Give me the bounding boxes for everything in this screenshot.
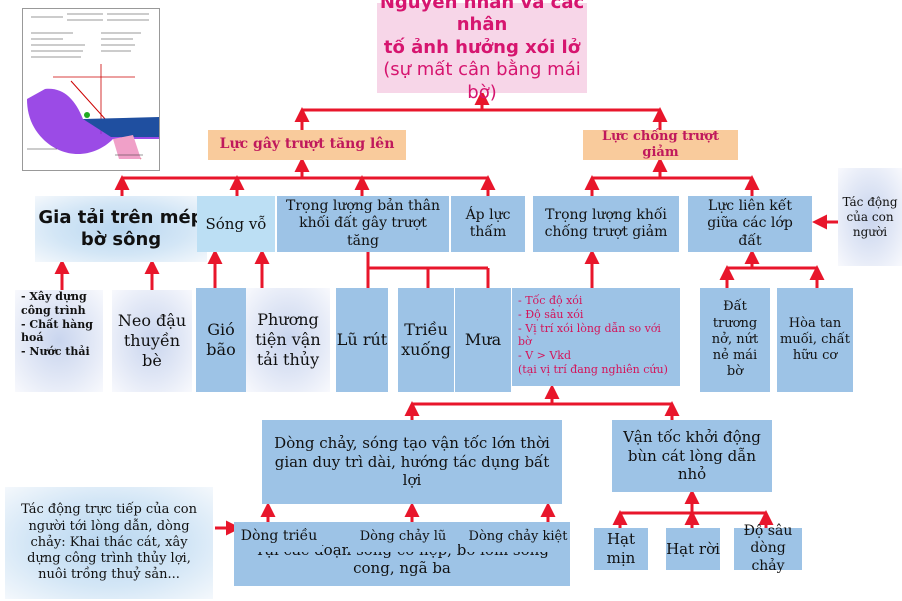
mua-box: Mưa [455, 288, 511, 392]
toc-do-item: - V > Vkd [518, 349, 572, 362]
dong-chay-lu-box: Dòng chảy lũ [348, 522, 458, 552]
slope-cross-section-sketch [27, 13, 159, 160]
lu-rut-label: Lũ rút [336, 330, 388, 349]
hat-roi-label: Hạt rời [666, 539, 720, 558]
gio-bao-box: Gió bão [196, 288, 246, 392]
toc-do-item: (tại vị trí đang nghiên cứu) [518, 362, 668, 376]
do-sau-dong-chay-box: Độ sâu dòng chảy [734, 523, 802, 574]
right-branch-label: Lực chống trượt giảm [601, 128, 720, 160]
trieu-xuong-box: Triều xuống [398, 288, 454, 392]
dong-chay-kiet-label: Dòng chảy kiệt [468, 528, 568, 544]
dong-trieu-box: Dòng triều [236, 522, 322, 552]
ap-luc-tham-box: Áp lực thấm [451, 196, 525, 252]
trong-luong-khoi-label: Trọng lượng khối chống trượt giảm [544, 206, 668, 241]
ap-luc-tham-label: Áp lực thấm [465, 206, 511, 241]
tac-dong-truc-tiep-label: Tác động trực tiếp của con người tới lòn… [21, 502, 197, 583]
phuong-tien-label: Phương tiện vận tải thủy [255, 310, 321, 369]
toc-do-xoi-box: - Tốc độ xói - Độ sâu xói - Vị trí xói l… [512, 288, 680, 386]
title-line-3: (sự mất cân bằng mái bờ) [383, 59, 581, 103]
trong-luong-ban-than-label: Trọng lượng bản thân khối đất gây trượt … [285, 197, 441, 249]
dat-truong-no-label: Đất trương nở, nứt nẻ mái bờ [711, 299, 759, 380]
song-vo-box: Sóng vỗ [197, 196, 275, 252]
slope-thumbnail-image [22, 8, 160, 171]
hat-min-label: Hạt mịn [606, 530, 636, 567]
gia-tai-box: Gia tải trên mép bờ sông [35, 196, 207, 262]
neo-dau-box: Neo đậu thuyền bè [112, 290, 192, 392]
van-toc-khoi-dong-box: Vận tốc khởi động bùn cát lòng dẫn nhỏ [612, 420, 772, 492]
luc-lien-ket-label: Lực liên kết giữa các lớp đất [707, 197, 793, 249]
dat-truong-no-box: Đất trương nở, nứt nẻ mái bờ [700, 288, 770, 392]
song-vo-label: Sóng vỗ [205, 214, 267, 233]
hat-roi-box: Hạt rời [666, 528, 720, 570]
luc-lien-ket-box: Lực liên kết giữa các lớp đất [688, 196, 812, 252]
trong-luong-khoi-box: Trọng lượng khối chống trượt giảm [533, 196, 679, 252]
tac-dong-nguoi-box: Tác động của con người [838, 168, 902, 266]
toc-do-item: - Vị trí xói lòng dẫn so với bờ [518, 321, 661, 349]
neo-dau-label: Neo đậu thuyền bè [117, 311, 187, 370]
gio-bao-label: Gió bão [206, 320, 236, 359]
do-sau-dong-chay-label: Độ sâu dòng chảy [743, 522, 793, 574]
dong-trieu-label: Dòng triều [240, 528, 318, 545]
title-line-2: tố ảnh hưởng xói lở [383, 36, 581, 58]
trieu-xuong-label: Triều xuống [401, 320, 451, 359]
left-branch-box: Lực gây trượt tăng lên [208, 130, 406, 160]
dong-chay-kiet-box: Dòng chảy kiệt [466, 522, 570, 552]
dong-chay-lu-label: Dòng chảy lũ [359, 528, 447, 544]
tac-dong-nguoi-label: Tác động của con người [842, 194, 898, 239]
mua-label: Mưa [464, 330, 502, 349]
dong-chay-song-box: Dòng chảy, sóng tạo vận tốc lớn thời gia… [262, 420, 562, 504]
left-branch-label: Lực gây trượt tăng lên [219, 136, 395, 153]
gia-tai-item: - Nước thải [21, 345, 90, 358]
main-title-box: Nguyên nhân và các nhân tố ảnh hưởng xói… [377, 0, 587, 103]
gia-tai-item: - Xây dựng công trình [21, 290, 87, 317]
toc-do-item: - Độ sâu xói [518, 307, 584, 321]
gia-tai-label: Gia tải trên mép bờ sông [38, 206, 204, 251]
hat-min-box: Hạt mịn [594, 528, 648, 570]
trong-luong-ban-than-box: Trọng lượng bản thân khối đất gây trượt … [277, 196, 449, 252]
title-line-1: Nguyên nhân và các nhân [379, 0, 585, 36]
lu-rut-box: Lũ rút [336, 288, 388, 392]
right-branch-box: Lực chống trượt giảm [583, 128, 738, 160]
van-toc-khoi-dong-label: Vận tốc khởi động bùn cát lòng dẫn nhỏ [623, 427, 761, 484]
gia-tai-item: - Chất hàng hoá [21, 317, 93, 345]
gia-tai-items-box: - Xây dựng công trình - Chất hàng hoá - … [15, 290, 103, 392]
hoa-tan-label: Hòa tan muối, chất hữu cơ [780, 315, 850, 364]
toc-do-item: - Tốc độ xói [518, 294, 583, 307]
tac-dong-truc-tiep-box: Tác động trực tiếp của con người tới lòn… [5, 487, 213, 599]
hoa-tan-box: Hòa tan muối, chất hữu cơ [777, 288, 853, 392]
phuong-tien-box: Phương tiện vận tải thủy [246, 288, 330, 392]
dong-chay-song-label: Dòng chảy, sóng tạo vận tốc lớn thời gia… [274, 433, 550, 490]
